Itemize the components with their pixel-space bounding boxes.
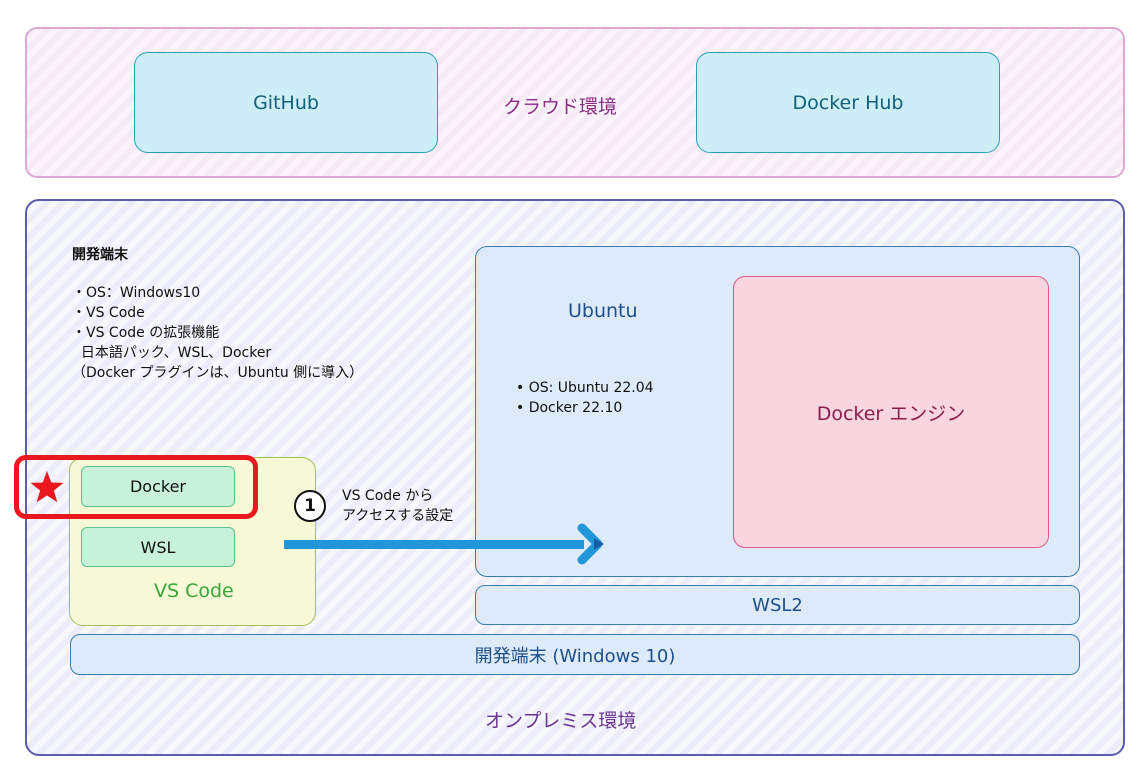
- github-label: GitHub: [253, 91, 319, 114]
- step-number: 1: [304, 496, 316, 516]
- ubuntu-spec-line: • OS: Ubuntu 22.04: [516, 380, 654, 396]
- docker-engine-label: Docker エンジン: [816, 402, 966, 425]
- docker-engine-box: Docker エンジン: [733, 276, 1049, 548]
- step-text-line2: アクセスする設定: [342, 508, 454, 524]
- vscode-docker-extension-label: Docker: [129, 477, 187, 496]
- dev-terminal-notes-heading: 開発端末: [72, 247, 128, 263]
- docker-hub-box: Docker Hub: [696, 52, 1000, 153]
- ubuntu-specs: • OS: Ubuntu 22.04 • Docker 22.10: [516, 378, 654, 418]
- notes-line: （Docker プラグインは、Ubuntu 側に導入）: [72, 365, 364, 381]
- step-text-line1: VS Code から: [342, 488, 434, 504]
- dev-terminal-bar: 開発端末 (Windows 10): [70, 634, 1080, 675]
- vscode-title: VS Code: [154, 580, 234, 602]
- wsl2-bar: WSL2: [475, 585, 1080, 625]
- notes-line: ・OS：Windows10: [72, 285, 201, 301]
- github-box: GitHub: [134, 52, 438, 153]
- notes-line: ・VS Code の拡張機能: [72, 325, 220, 341]
- dev-terminal-notes: 開発端末 ・OS：Windows10 ・VS Code ・VS Code の拡張…: [72, 245, 363, 383]
- notes-line: 日本語パック、WSL、Docker: [72, 345, 272, 361]
- ubuntu-spec-line: • Docker 22.10: [516, 400, 623, 416]
- wsl2-label: WSL2: [752, 594, 803, 616]
- vscode-docker-extension: Docker: [81, 466, 235, 507]
- star-icon: [30, 471, 64, 503]
- vscode-wsl-extension: WSL: [81, 527, 235, 567]
- vscode-wsl-extension-label: WSL: [140, 537, 176, 557]
- cloud-environment-label: クラウド環境: [503, 96, 618, 118]
- step-number-badge: 1: [294, 490, 326, 522]
- docker-extension-highlight: [14, 455, 258, 519]
- step-description: VS Code から アクセスする設定: [342, 486, 453, 526]
- docker-hub-label: Docker Hub: [792, 91, 904, 114]
- dev-terminal-bar-label: 開発端末 (Windows 10): [474, 645, 676, 667]
- notes-line: ・VS Code: [72, 305, 145, 321]
- access-arrow: [284, 523, 604, 565]
- onprem-environment-label: オンプレミス環境: [485, 710, 637, 732]
- ubuntu-title: Ubuntu: [568, 300, 638, 322]
